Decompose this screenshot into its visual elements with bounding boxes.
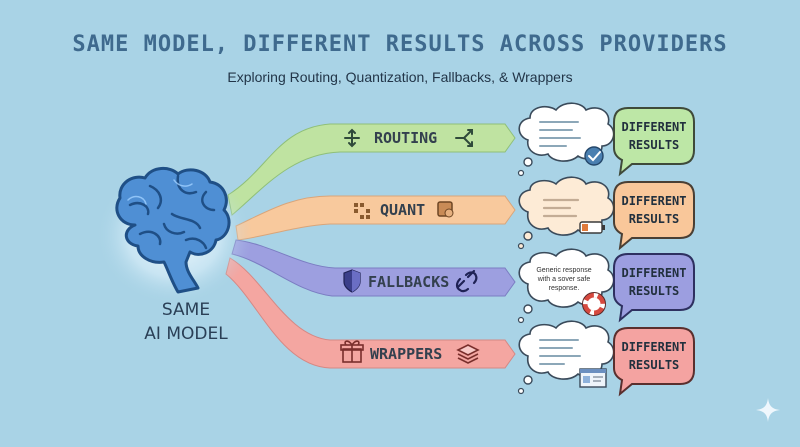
shield-icon: [343, 269, 361, 293]
result-line2: RESULTS: [628, 138, 680, 152]
stream-routing: [227, 123, 516, 216]
lifebuoy-icon: [582, 292, 606, 316]
thought-bubble-wrappers: [517, 320, 615, 395]
layers-icon: [456, 344, 480, 364]
thought-bubble-fallbacks: [517, 248, 615, 324]
thought-bubble-routing: [517, 102, 615, 177]
fork-icon: [455, 129, 473, 147]
broken-link-icon: [455, 269, 478, 293]
arrows-icon: [344, 128, 360, 148]
fallback-thought-text: Generic response with a sover safe respo…: [536, 267, 592, 292]
stream-label-quant: QUANT: [380, 201, 426, 219]
window-icon: [579, 368, 607, 388]
page-title: SAME MODEL, DIFFERENT RESULTS ACROSS PRO…: [72, 32, 728, 57]
result-label-fallbacks: DIFFERENT RESULTS: [619, 264, 689, 300]
result-line1: DIFFERENT: [621, 194, 687, 208]
page-subtitle: Exploring Routing, Quantization, Fallbac…: [227, 69, 573, 85]
result-bubble-routing: [613, 107, 695, 177]
stream-quant: [235, 195, 516, 241]
cube-icon: [437, 201, 454, 218]
result-bubble-quant: [613, 181, 695, 251]
model-label-line2: AI MODEL: [144, 324, 228, 344]
model-label-line1: SAME: [161, 300, 211, 320]
battery-icon: [579, 221, 605, 234]
result-label-quant: DIFFERENT RESULTS: [619, 192, 689, 228]
model-label: SAME AI MODEL: [130, 298, 242, 346]
result-line2: RESULTS: [628, 212, 680, 226]
stream-label-wrappers: WRAPPERS: [370, 345, 443, 363]
result-label-routing: DIFFERENT RESULTS: [619, 118, 689, 154]
stream-label-routing: ROUTING: [374, 129, 438, 147]
stream-wrappers: [225, 257, 516, 369]
result-line2: RESULTS: [628, 358, 680, 372]
stream-label-fallbacks: FALLBACKS: [368, 273, 450, 291]
result-line2: RESULTS: [628, 284, 680, 298]
gift-icon: [340, 340, 364, 363]
result-bubble-fallbacks: [613, 253, 695, 323]
checkmark-icon: [584, 146, 604, 166]
stream-fallbacks: [231, 239, 516, 297]
brain-icon: [115, 167, 231, 294]
result-line1: DIFFERENT: [621, 120, 687, 134]
sparkle-icon: [756, 398, 780, 422]
thought-bubble-quant: [517, 176, 615, 250]
result-line1: DIFFERENT: [621, 266, 687, 280]
result-line1: DIFFERENT: [621, 340, 687, 354]
result-label-wrappers: DIFFERENT RESULTS: [619, 338, 689, 374]
grid-icon: [354, 203, 370, 219]
result-bubble-wrappers: [613, 327, 695, 397]
